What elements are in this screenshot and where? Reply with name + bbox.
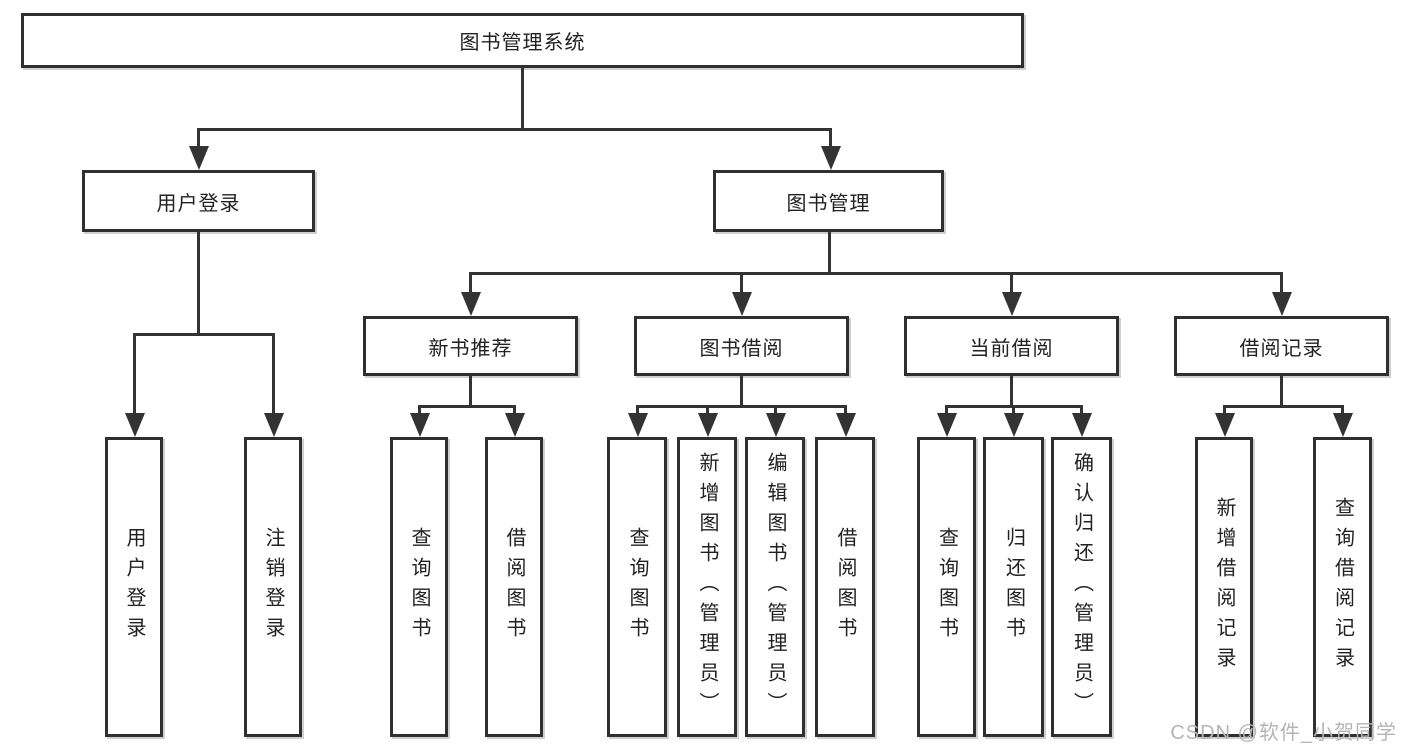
node-borrow-records-label: 借阅记录 (1239, 337, 1324, 360)
leaf-rec-query-book-label: 查询图书 (408, 527, 430, 647)
connector-line (197, 128, 200, 150)
leaf-cb-query-book: 查询图书 (917, 437, 976, 737)
arrow-down-icon (1071, 413, 1092, 437)
connector-line (272, 333, 275, 415)
leaf-cb-return-book: 归还图书 (983, 437, 1044, 737)
arrow-down-icon (263, 413, 284, 437)
leaf-bb-add-book-admin-label: 新增图书（管理员） (696, 452, 718, 722)
arrow-down-icon (504, 413, 525, 437)
leaf-bb-query-book-label: 查询图书 (626, 527, 648, 647)
leaf-bb-add-book-admin: 新增图书（管理员） (677, 437, 737, 737)
arrow-down-icon (1271, 292, 1292, 316)
connector-line (740, 376, 743, 408)
node-current-borrow-label: 当前借阅 (969, 337, 1054, 360)
node-book-borrow-label: 图书借阅 (699, 337, 784, 360)
leaf-cb-query-book-label: 查询图书 (935, 527, 958, 647)
leaf-user-login-label: 用户登录 (123, 527, 145, 647)
leaf-bb-query-book: 查询图书 (607, 437, 667, 737)
leaf-br-add-record-label: 新增借阅记录 (1213, 497, 1235, 677)
connector-line (774, 405, 777, 415)
arrow-down-icon (820, 146, 841, 170)
arrow-down-icon (1214, 413, 1235, 437)
connector-line (828, 232, 831, 275)
arrow-down-icon (731, 292, 752, 316)
connector-line (197, 232, 200, 336)
connector-line (706, 405, 709, 415)
leaf-cb-confirm-return-admin: 确认归还（管理员） (1051, 437, 1112, 737)
leaf-logout-label: 注销登录 (262, 527, 284, 647)
connector-line (197, 128, 832, 131)
node-borrow-records: 借阅记录 (1174, 316, 1389, 376)
node-book-borrow: 图书借阅 (634, 316, 849, 376)
leaf-cb-return-book-label: 归还图书 (1002, 527, 1025, 647)
leaf-logout: 注销登录 (244, 437, 302, 737)
node-library-system: 图书管理系统 (21, 13, 1024, 68)
connector-line (1223, 405, 1226, 415)
leaf-bb-edit-book-admin: 编辑图书（管理员） (745, 437, 805, 737)
arrow-down-icon (1332, 413, 1353, 437)
node-current-borrow: 当前借阅 (904, 316, 1119, 376)
connector-line (418, 405, 516, 408)
arrow-down-icon (460, 292, 481, 316)
connector-line (636, 405, 847, 408)
connector-line (469, 272, 1283, 275)
connector-line (1341, 405, 1344, 415)
connector-line (1280, 272, 1283, 294)
connector-line (469, 376, 472, 408)
connector-line (1010, 376, 1013, 408)
connector-line (418, 405, 421, 415)
connector-line (133, 333, 136, 415)
connector-line (636, 405, 639, 415)
leaf-br-query-record-label: 查询借阅记录 (1331, 497, 1354, 677)
connector-line (740, 272, 743, 294)
arrow-down-icon (697, 413, 718, 437)
node-library-system-label: 图书管理系统 (459, 32, 586, 54)
node-book-management: 图书管理 (713, 170, 944, 232)
leaf-rec-borrow-book: 借阅图书 (485, 437, 543, 737)
leaf-rec-borrow-book-label: 借阅图书 (503, 527, 525, 647)
leaf-cb-confirm-return-admin-label: 确认归还（管理员） (1070, 452, 1093, 722)
connector-line (1010, 272, 1013, 294)
node-book-management-label: 图书管理 (786, 192, 871, 215)
connector-line (844, 405, 847, 415)
connector-line (945, 405, 1083, 408)
arrow-down-icon (1003, 413, 1024, 437)
leaf-br-add-record: 新增借阅记录 (1195, 437, 1253, 737)
node-new-book-recommend: 新书推荐 (363, 316, 578, 376)
connector-line (1012, 405, 1015, 415)
arrow-down-icon (765, 413, 786, 437)
connector-line (945, 405, 948, 415)
leaf-bb-borrow-book: 借阅图书 (815, 437, 875, 737)
arrow-down-icon (1001, 292, 1022, 316)
node-user-login-label: 用户登录 (156, 192, 241, 215)
node-user-login: 用户登录 (82, 170, 315, 232)
connector-line (513, 405, 516, 415)
arrow-down-icon (936, 413, 957, 437)
arrow-down-icon (409, 413, 430, 437)
connector-line (521, 68, 524, 131)
arrow-down-icon (188, 146, 209, 170)
arrow-down-icon (124, 413, 145, 437)
leaf-user-login: 用户登录 (105, 437, 163, 737)
arrow-down-icon (627, 413, 648, 437)
connector-line (1280, 376, 1283, 408)
node-new-book-recommend-label: 新书推荐 (428, 337, 513, 360)
connector-line (829, 128, 832, 150)
arrow-down-icon (835, 413, 856, 437)
watermark: CSDN @软件_小贺同学 (1170, 722, 1397, 744)
connector-line (1223, 405, 1344, 408)
connector-line (1080, 405, 1083, 415)
connector-line (133, 333, 275, 336)
connector-line (469, 272, 472, 294)
leaf-bb-borrow-book-label: 借阅图书 (834, 527, 856, 647)
leaf-rec-query-book: 查询图书 (390, 437, 448, 737)
leaf-bb-edit-book-admin-label: 编辑图书（管理员） (764, 452, 786, 722)
leaf-br-query-record: 查询借阅记录 (1313, 437, 1372, 737)
